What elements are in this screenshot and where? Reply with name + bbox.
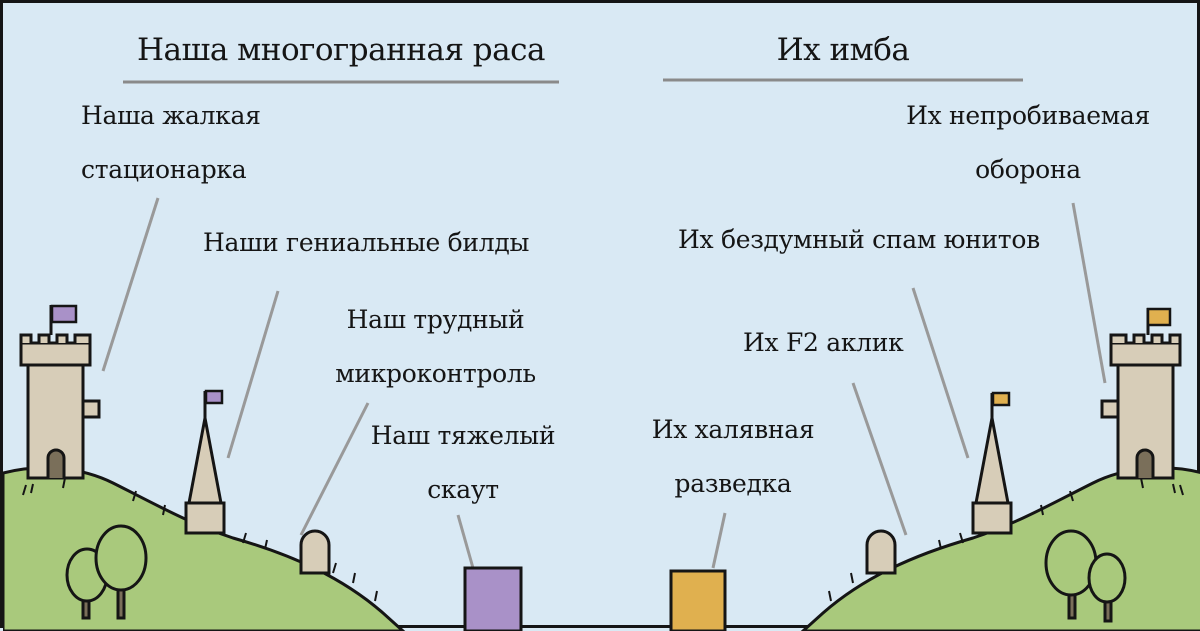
comic-illustration [3, 78, 1200, 631]
label-line: микроконтроль [335, 359, 536, 388]
left-scout-banner [463, 566, 523, 631]
label-line: Наш трудный [346, 305, 525, 334]
label-line: оборона [975, 155, 1081, 184]
label-line: Их непробиваемая [906, 101, 1150, 130]
label-left-micro: Наш трудный микроконтроль [323, 293, 548, 401]
right-hut [865, 529, 897, 575]
label-line: разведка [674, 469, 792, 498]
right-heading: Их имба [776, 32, 910, 68]
label-right-spam: Их бездумный спам юнитов [678, 225, 1040, 254]
label-line: Наша жалкая [81, 101, 261, 130]
left-spire-flag [204, 389, 224, 405]
label-left-builds: Наши гениальные билды [203, 228, 530, 257]
left-big-flag [50, 304, 78, 324]
label-right-defense: Их непробиваемая оборона [893, 89, 1163, 197]
label-right-aclick: Их F2 аклик [743, 328, 904, 357]
pointer-right-aclick [851, 382, 908, 536]
left-spire [184, 391, 226, 535]
label-line: Наш тяжелый [370, 421, 556, 450]
right-big-tower [1100, 308, 1182, 480]
pointer-right-defense [1071, 202, 1107, 384]
label-left-static-defense: Наша жалкая стационарка [81, 89, 261, 197]
label-right-scouting: Их халявная разведка [633, 403, 833, 511]
left-heading: Наша многогранная раса [137, 32, 545, 68]
right-scouting-banner [669, 569, 727, 631]
pointer-left-builds [226, 290, 280, 459]
pointer-lines [101, 197, 1107, 569]
left-trees [65, 524, 148, 620]
label-left-scout: Наш тяжелый скаут [358, 409, 568, 517]
left-big-tower [19, 305, 101, 480]
right-trees [1044, 529, 1127, 623]
right-spire [971, 393, 1013, 535]
pointer-left-micro [299, 402, 370, 536]
pointer-right-scouting [711, 512, 727, 569]
pointer-left-static-defense [101, 197, 160, 372]
label-line: стационарка [81, 155, 247, 184]
right-spire-flag [991, 391, 1011, 407]
pointer-right-spam [911, 287, 970, 459]
label-line: скаут [427, 475, 499, 504]
label-line: Их халявная [651, 415, 815, 444]
left-hut [299, 529, 331, 575]
pointer-left-scout [456, 514, 475, 569]
right-big-flag [1146, 307, 1172, 327]
